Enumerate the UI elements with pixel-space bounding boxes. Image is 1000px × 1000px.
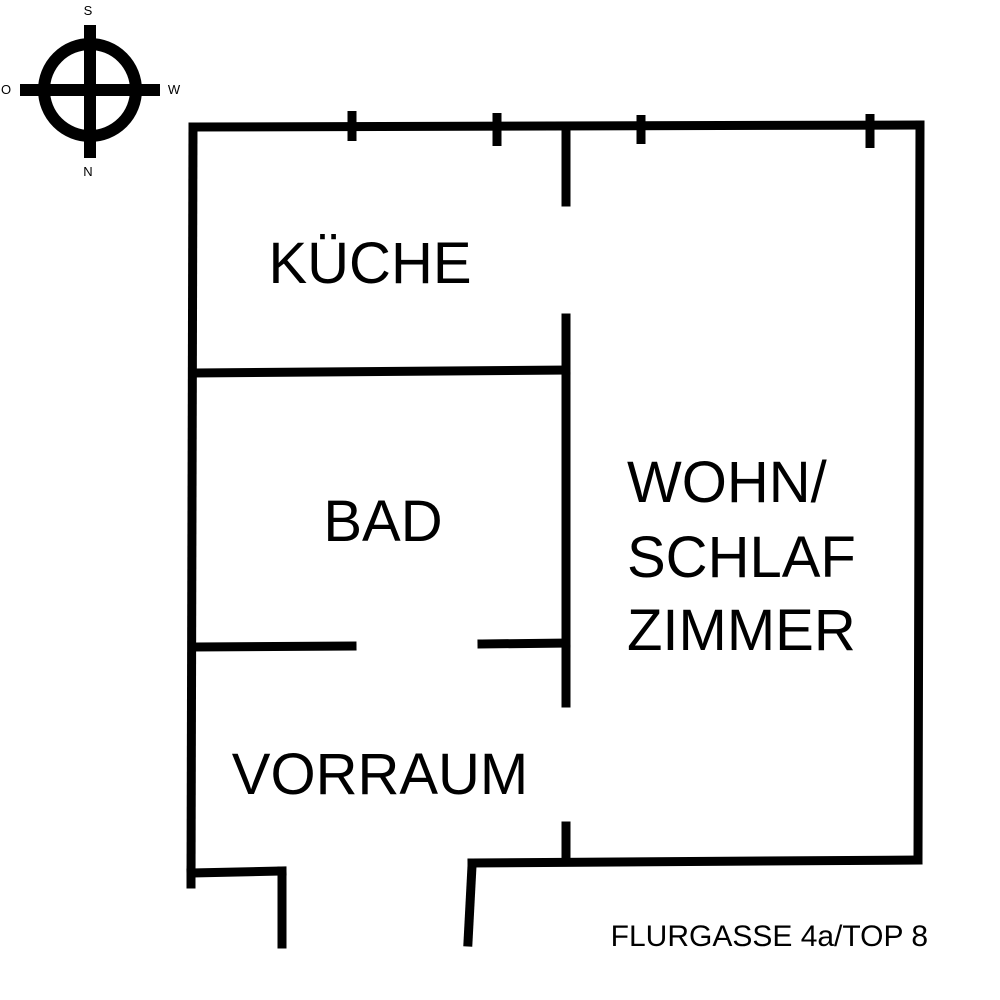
- outer-walls: [186, 120, 925, 949]
- compass-east-label: O: [1, 82, 11, 97]
- address-caption: FLURGASSE 4a/TOP 8: [611, 920, 928, 953]
- room-label-bath: BAD: [323, 489, 442, 554]
- compass-west-label: W: [168, 82, 181, 97]
- room-label-living-line3: ZIMMER: [627, 598, 856, 663]
- compass-north-label: N: [83, 164, 92, 179]
- room-label-kitchen: KÜCHE: [268, 231, 471, 296]
- room-label-living-line1: WOHN/: [627, 450, 828, 515]
- room-label-hall: VORRAUM: [232, 742, 528, 807]
- compass-rose-icon: [20, 25, 160, 158]
- window-markers: [347, 111, 875, 148]
- compass-south-label: S: [84, 3, 93, 18]
- room-label-living-line2: SCHLAF: [627, 525, 856, 590]
- interior-walls: [191, 125, 571, 865]
